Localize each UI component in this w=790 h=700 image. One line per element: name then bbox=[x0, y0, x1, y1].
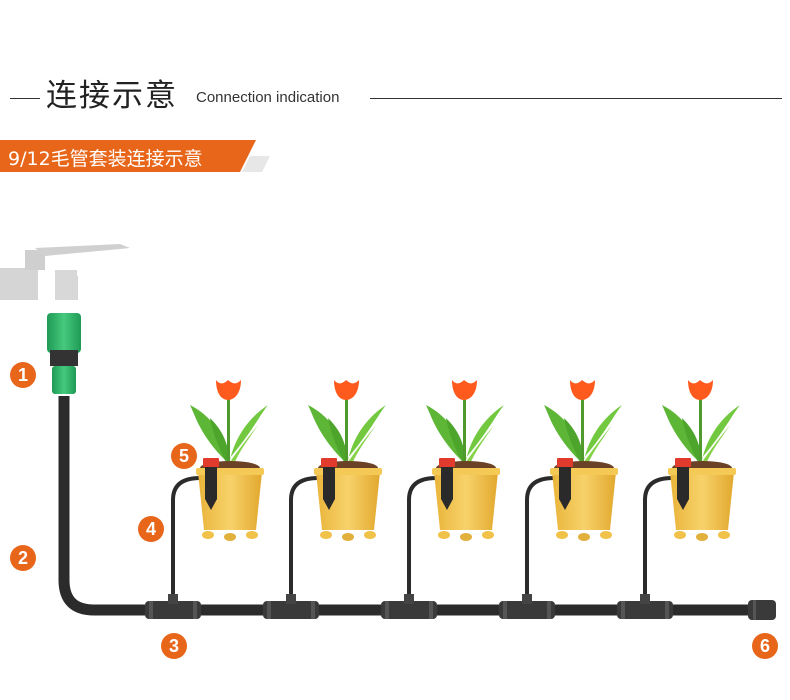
end-plug-icon bbox=[748, 600, 776, 620]
section-title: 连接示意 bbox=[46, 78, 178, 114]
hose-connector-icon bbox=[47, 313, 81, 394]
kit-banner: 9/12毛管套装连接示意 bbox=[0, 140, 270, 172]
section-subtitle: Connection indication bbox=[196, 89, 340, 106]
marker-1: 1 bbox=[10, 362, 36, 388]
marker-3: 3 bbox=[161, 633, 187, 659]
tee-connector-icon bbox=[381, 594, 437, 619]
potted-tulip-icon bbox=[662, 380, 740, 541]
tee-connector-icon bbox=[617, 594, 673, 619]
potted-tulip-icon bbox=[190, 380, 268, 541]
main-pipe bbox=[58, 396, 748, 616]
header-line-right bbox=[370, 98, 782, 99]
marker-5: 5 bbox=[171, 443, 197, 469]
tee-connector-icon bbox=[263, 594, 319, 619]
marker-4: 4 bbox=[138, 516, 164, 542]
section-header: 连接示意 Connection indication bbox=[0, 60, 790, 120]
header-line-left bbox=[10, 98, 40, 99]
faucet-icon bbox=[0, 244, 130, 300]
marker-2: 2 bbox=[10, 545, 36, 571]
potted-tulip-icon bbox=[308, 380, 386, 541]
potted-tulip-icon bbox=[426, 380, 504, 541]
tee-connector-icon bbox=[145, 594, 201, 619]
marker-6: 6 bbox=[752, 633, 778, 659]
tee-connector-icon bbox=[499, 594, 555, 619]
potted-tulip-icon bbox=[544, 380, 622, 541]
banner-background bbox=[0, 140, 270, 172]
banner-text: 9/12毛管套装连接示意 bbox=[8, 148, 203, 170]
